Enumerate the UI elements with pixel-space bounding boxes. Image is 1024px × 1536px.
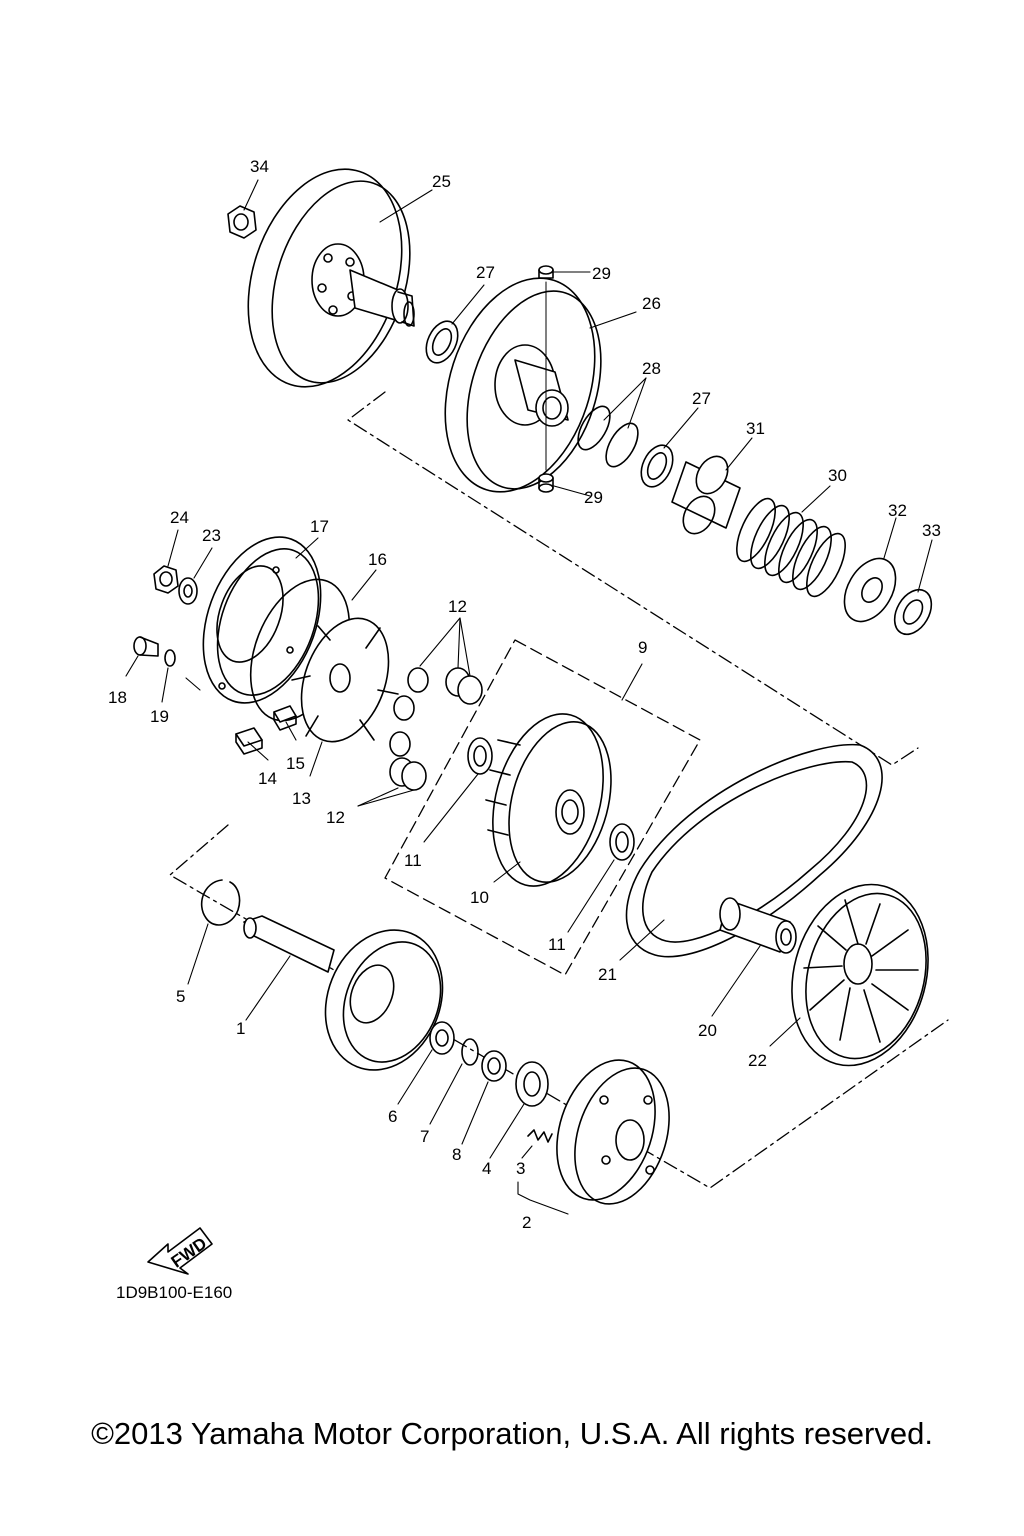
part-32-washer — [843, 557, 897, 623]
part-29-guide-pin-lower — [538, 473, 554, 493]
part-29-guide-pin-upper — [538, 265, 554, 279]
part-3-spring — [527, 1129, 553, 1143]
part-2-clutch-carrier — [556, 1059, 670, 1205]
callout-2: 2 — [522, 1213, 531, 1232]
part-18-bolt — [133, 636, 159, 657]
callout-13: 13 — [292, 789, 311, 808]
callout-9: 9 — [638, 638, 647, 657]
part-11-collar-left — [467, 737, 493, 775]
callout-25: 25 — [432, 172, 451, 191]
callout-12-upper: 12 — [448, 597, 467, 616]
part-27-oil-seal-lower — [640, 444, 674, 488]
callout-31: 31 — [746, 419, 765, 438]
callout-29-upper: 29 — [592, 264, 611, 283]
callout-33: 33 — [922, 521, 941, 540]
callout-20: 20 — [698, 1021, 717, 1040]
part-15-slider — [273, 705, 297, 731]
callout-18: 18 — [108, 688, 127, 707]
callout-29-lower: 29 — [584, 488, 603, 507]
callout-15: 15 — [286, 754, 305, 773]
callout-10: 10 — [470, 888, 489, 907]
part-21-v-belt — [625, 743, 883, 958]
callout-30: 30 — [828, 466, 847, 485]
callout-22: 22 — [748, 1051, 767, 1070]
part-14-slider — [235, 727, 263, 755]
part-8-nut — [481, 1050, 507, 1082]
part-12-weight-rollers — [389, 667, 483, 791]
part-5-circlip — [200, 879, 241, 926]
callout-17: 17 — [310, 517, 329, 536]
part-13-cam-plate — [291, 617, 399, 743]
part-22-primary-fixed-sheave — [791, 883, 929, 1067]
callout-3: 3 — [516, 1159, 525, 1178]
callout-32: 32 — [888, 501, 907, 520]
callout-12-lower: 12 — [326, 808, 345, 827]
fwd-arrow-icon — [147, 1227, 213, 1275]
part-19-washer — [164, 649, 176, 667]
part-27-oil-seal-upper — [425, 320, 459, 364]
part-31-collar — [671, 455, 741, 535]
callout-21: 21 — [598, 965, 617, 984]
callout-6: 6 — [388, 1107, 397, 1126]
part-23-washer — [178, 577, 198, 605]
callout-27-upper: 27 — [476, 263, 495, 282]
part-25-fixed-sheave — [247, 168, 415, 388]
part-6-bearing — [429, 1021, 455, 1055]
callout-14: 14 — [258, 769, 277, 788]
part-11-collar-right — [609, 823, 635, 861]
part-20-collar — [719, 897, 797, 954]
part-24-nut — [153, 565, 179, 594]
callout-11-right: 11 — [548, 935, 566, 954]
part-30-compression-spring — [736, 497, 846, 598]
callout-34: 34 — [250, 157, 269, 176]
part-17-cam-cover — [202, 536, 322, 704]
callout-4: 4 — [482, 1159, 491, 1178]
part-33-seal — [893, 588, 933, 636]
part-10-primary-sheave — [485, 713, 612, 887]
part-4-retainer — [515, 1061, 549, 1107]
callout-26: 26 — [642, 294, 661, 313]
callout-8: 8 — [452, 1145, 461, 1164]
callout-24: 24 — [170, 508, 189, 527]
callout-numbers: 34 25 27 29 26 28 27 31 30 29 32 33 24 1… — [108, 157, 941, 1232]
part-34-nut — [227, 205, 257, 239]
callout-7: 7 — [420, 1127, 429, 1146]
callout-11-left: 11 — [404, 851, 422, 870]
callout-16: 16 — [368, 550, 387, 569]
callout-19: 19 — [150, 707, 169, 726]
part-1-clutch-housing — [243, 915, 444, 1071]
callout-27-lower: 27 — [692, 389, 711, 408]
callout-5: 5 — [176, 987, 185, 1006]
leader-lines — [125, 179, 933, 1215]
subassembly-9-box — [384, 639, 701, 976]
callout-28: 28 — [642, 359, 661, 378]
callout-1: 1 — [236, 1019, 245, 1038]
callout-23: 23 — [202, 526, 221, 545]
part-28-o-rings — [577, 405, 639, 468]
part-26-sliding-sheave — [444, 277, 602, 493]
part-7-circlip — [461, 1038, 479, 1066]
copyright-notice: ©2013 Yamaha Motor Corporation, U.S.A. A… — [91, 1416, 933, 1451]
diagram-code: 1D9B100-E160 — [116, 1283, 232, 1302]
